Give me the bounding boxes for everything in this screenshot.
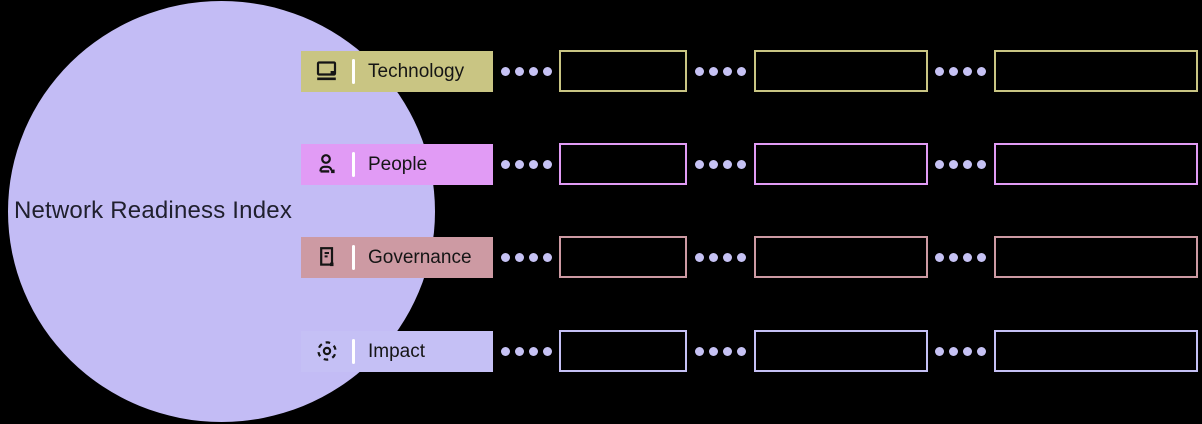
connector-dots [500,252,552,262]
nri-hub-label: Network Readiness Index [13,197,293,224]
pillar-row-people: People [301,143,1198,185]
connector-dots [500,346,552,356]
subpillar-box [753,50,928,92]
subpillar-box [559,236,688,278]
label-separator [352,244,355,270]
subpillar-box [753,330,928,372]
pillar-label-text: Technology [368,60,465,82]
connector-dots [935,159,987,169]
subpillar-box [993,50,1198,92]
label-separator [352,338,355,364]
pillar-row-impact: Impact [301,330,1198,372]
subpillar-box [559,330,688,372]
connector-dots [694,66,746,76]
connector-dots [694,346,746,356]
pillar-row-governance: Governance [301,236,1198,278]
subpillar-box [993,330,1198,372]
connector-dots [500,66,552,76]
connector-dots [935,346,987,356]
pillar-label-technology: Technology [301,50,493,92]
connector-dots [500,159,552,169]
pillar-label-impact: Impact [301,330,493,372]
laptop-icon [314,58,340,84]
connector-dots [935,252,987,262]
pillar-label-text: Impact [368,340,426,362]
connector-dots [935,66,987,76]
label-separator [352,58,355,84]
pillar-row-technology: Technology [301,50,1198,92]
pillar-label-text: People [368,153,428,175]
label-separator [352,151,355,177]
subpillar-box [559,143,688,185]
pillar-label-governance: Governance [301,236,493,278]
subpillar-box [753,143,928,185]
pillar-label-people: People [301,143,493,185]
document-icon [314,244,340,270]
subpillar-box [559,50,688,92]
pillar-label-text: Governance [368,246,472,268]
subpillar-box [993,236,1198,278]
subpillar-box [753,236,928,278]
connector-dots [694,159,746,169]
connector-dots [694,252,746,262]
subpillar-box [993,143,1198,185]
person-icon [314,151,340,177]
target-icon [314,338,340,364]
